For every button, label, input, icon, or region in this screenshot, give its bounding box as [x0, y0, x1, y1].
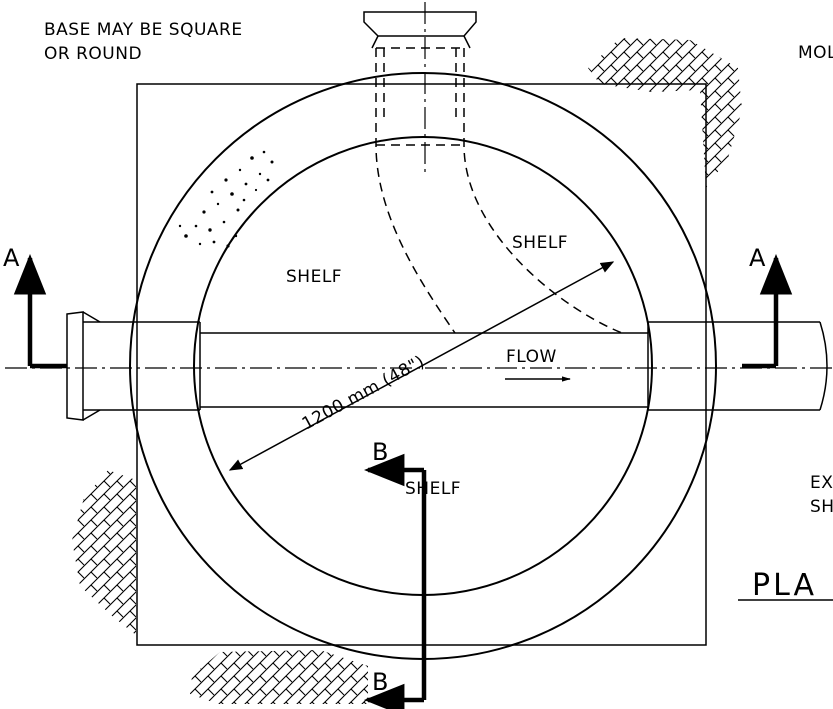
section-a-left-label: A	[3, 244, 20, 272]
section-b-marker	[363, 453, 427, 709]
soil-hatch-top-right	[588, 38, 742, 188]
shelf-label-lower: SHELF	[405, 479, 461, 499]
soil-hatch-bottom	[190, 650, 368, 704]
section-a-left-marker	[13, 253, 67, 369]
section-b-top-label: B	[372, 438, 388, 466]
diameter-label: 1200 mm (48")	[299, 352, 428, 435]
note-right-partial-line2: SH	[810, 497, 833, 517]
note-top-right-partial: MOL	[798, 43, 833, 63]
diameter-dimension	[228, 261, 615, 471]
plan-title: PLA	[752, 568, 817, 603]
shelf-label-upper-right: SHELF	[512, 233, 568, 253]
flow-label: FLOW	[506, 347, 557, 367]
base-note-line2: OR ROUND	[44, 44, 142, 64]
base-note-line1: BASE MAY BE SQUARE	[44, 20, 243, 40]
shelf-label-upper-left: SHELF	[286, 267, 342, 287]
section-a-right-label: A	[749, 244, 766, 272]
note-right-partial-line1: EX	[810, 473, 833, 493]
concrete-stipple	[178, 150, 274, 248]
manhole-base	[136, 83, 707, 646]
soil-hatch-left	[72, 470, 136, 635]
section-a-right-marker	[742, 253, 793, 369]
inlet-pipe	[363, 2, 623, 334]
section-b-bottom-label: B	[372, 668, 388, 696]
